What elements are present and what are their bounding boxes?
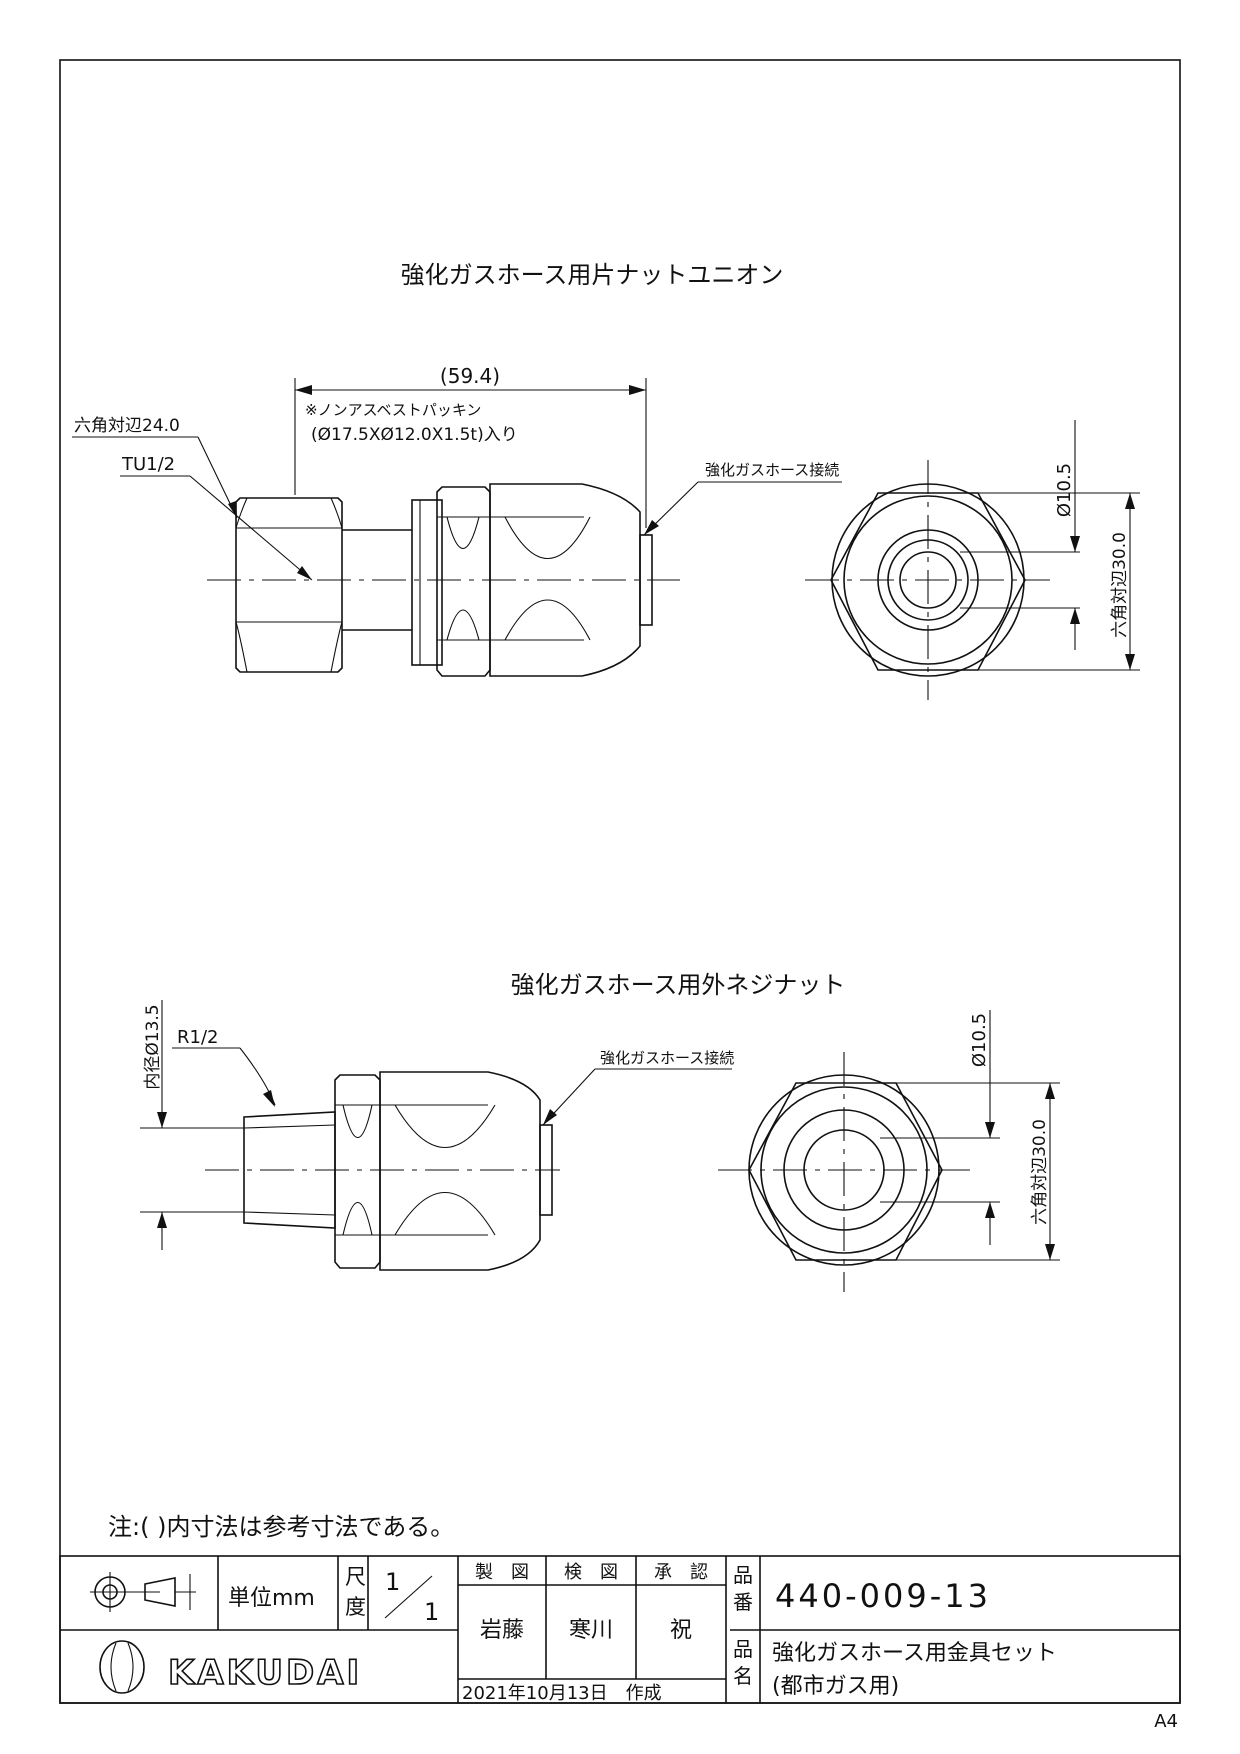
product-name-line-2: (都市ガス用) (772, 1674, 899, 1699)
view1-thread-label: TU1/2 (121, 454, 175, 475)
name-label-top: 品 (733, 1637, 753, 1661)
view1-end-hex-dimension: 六角対辺30.0 (1110, 532, 1130, 638)
view1-hose-connection-label: 強化ガスホース接続 (705, 461, 839, 479)
sheet-border (59, 59, 1181, 1704)
creation-date: 2021年10月13日 作成 (462, 1683, 662, 1704)
brand-logo-text: KAKUDAI (168, 1653, 362, 1693)
view2-bore-dimension: Ø10.5 (969, 1013, 990, 1067)
approved-by: 祝 (670, 1618, 692, 1643)
view1-packing-note: ※ノンアスベストパッキン (305, 401, 481, 419)
view1-length-dimension: (59.4) (440, 364, 500, 388)
checked-label: 検 図 (564, 1562, 618, 1583)
view2-title: 強化ガスホース用外ネジナット (511, 971, 846, 999)
view2-thread-label: R1/2 (177, 1027, 218, 1048)
product-name-line-1: 強化ガスホース用金具セット (772, 1641, 1057, 1666)
projection-symbol-icon (90, 1572, 196, 1612)
view2-inner-dia-dimension: 内径Ø13.5 (143, 1004, 163, 1089)
drawn-label: 製 図 (475, 1562, 529, 1583)
kakudai-logo-icon (99, 1640, 145, 1694)
name-label-bottom: 名 (733, 1664, 753, 1688)
scale-numerator: 1 (385, 1568, 400, 1596)
view1-hex-size-label: 六角対辺24.0 (74, 416, 180, 436)
view1-title: 強化ガスホース用片ナットユニオン (401, 261, 784, 289)
view1-bore-dimension: Ø10.5 (1054, 463, 1075, 517)
part-no-label-bottom: 番 (733, 1590, 753, 1614)
view2-end-hex-dimension: 六角対辺30.0 (1030, 1119, 1050, 1225)
scale-label-top: 尺 (345, 1565, 366, 1589)
view1-side-view: (59.4) ※ノンアスベストパッキン (Ø17.5XØ12.0X1.5t)入り… (72, 364, 842, 677)
approved-label: 承 認 (654, 1562, 708, 1583)
paper-size: A4 (1154, 1711, 1178, 1732)
title-block: 単位mm 尺 度 1 1 製 図 検 図 承 認 岩藤 寒川 祝 2021年10… (59, 1555, 1181, 1704)
part-number: 440-009-13 (775, 1577, 991, 1615)
scale-label-bottom: 度 (345, 1595, 366, 1619)
view1-packing-size: (Ø17.5XØ12.0X1.5t)入り (311, 425, 518, 445)
scale-denominator: 1 (424, 1598, 439, 1626)
view2-side-view: 内径Ø13.5 R1/2 強化ガスホース接続 (140, 1000, 734, 1271)
drawn-by: 岩藤 (480, 1618, 524, 1643)
view2-hose-connection-label: 強化ガスホース接続 (600, 1049, 734, 1067)
checked-by: 寒川 (569, 1618, 613, 1643)
view2-end-view: Ø10.5 六角対辺30.0 (718, 1010, 1060, 1292)
view1-end-view: Ø10.5 六角対辺30.0 (805, 420, 1140, 700)
unit-label: 単位mm (228, 1586, 315, 1611)
dimension-note: 注:( )内寸法は参考寸法である。 (108, 1513, 454, 1541)
part-no-label-top: 品 (733, 1563, 753, 1587)
